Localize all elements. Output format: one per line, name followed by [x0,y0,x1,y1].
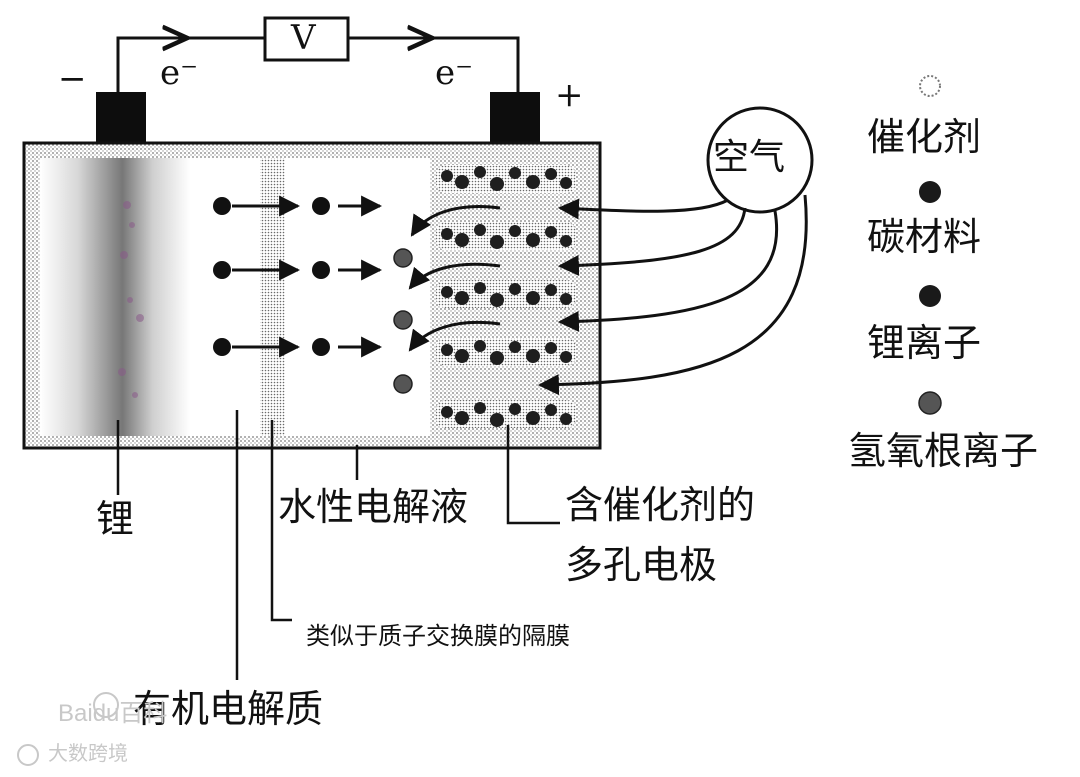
watermark-brand: Baidu百科 [58,700,168,727]
negative-sign: − [58,59,87,99]
air-source [706,106,814,214]
callout-aqueous-electrolyte: 水性电解液 [278,485,469,529]
positive-sign: + [555,75,584,115]
electron-label-right: e⁻ [435,53,474,93]
air-label: 空气 [713,137,786,178]
legend-lithium-ion: 锂离子 [867,321,982,365]
voltmeter-box [263,16,350,62]
negative-terminal [96,92,146,144]
legend-hydroxide: 氢氧根离子 [848,429,1039,473]
carbon-marker [919,181,941,203]
baidu-paw-icon [17,692,119,766]
callout-separator: 类似于质子交换膜的隔膜 [306,622,570,650]
lithium-ion-marker [919,285,941,307]
catalyst-marker [919,75,941,97]
lithium-speckles [118,201,144,398]
air-flow-arrows [537,194,808,396]
lithium-anode [40,158,190,436]
positive-terminal [490,92,540,144]
callout-porous-electrode-2: 多孔电极 [565,543,718,587]
electron-label-left: e⁻ [160,53,199,93]
callout-porous-electrode-1: 含催化剂的 [565,483,756,527]
legend-markers [918,75,942,415]
callout-lithium: 锂 [96,497,135,541]
callout-lines [116,410,560,680]
callout-organic-electrolyte: 有机电解质 [133,687,324,731]
hydroxide-ion-flow [393,205,501,394]
voltmeter-label: V [291,18,316,58]
external-circuit [116,38,520,92]
separator-membrane [260,158,285,436]
legend-catalyst: 催化剂 [867,115,982,159]
aqueous-electrolyte-region [285,158,430,436]
lithium-ion-flow [213,195,383,358]
watermark-source: 大数跨境 [48,743,128,765]
hydroxide-marker [918,391,942,415]
porous-electrode [436,165,576,428]
legend-carbon: 碳材料 [867,215,982,259]
